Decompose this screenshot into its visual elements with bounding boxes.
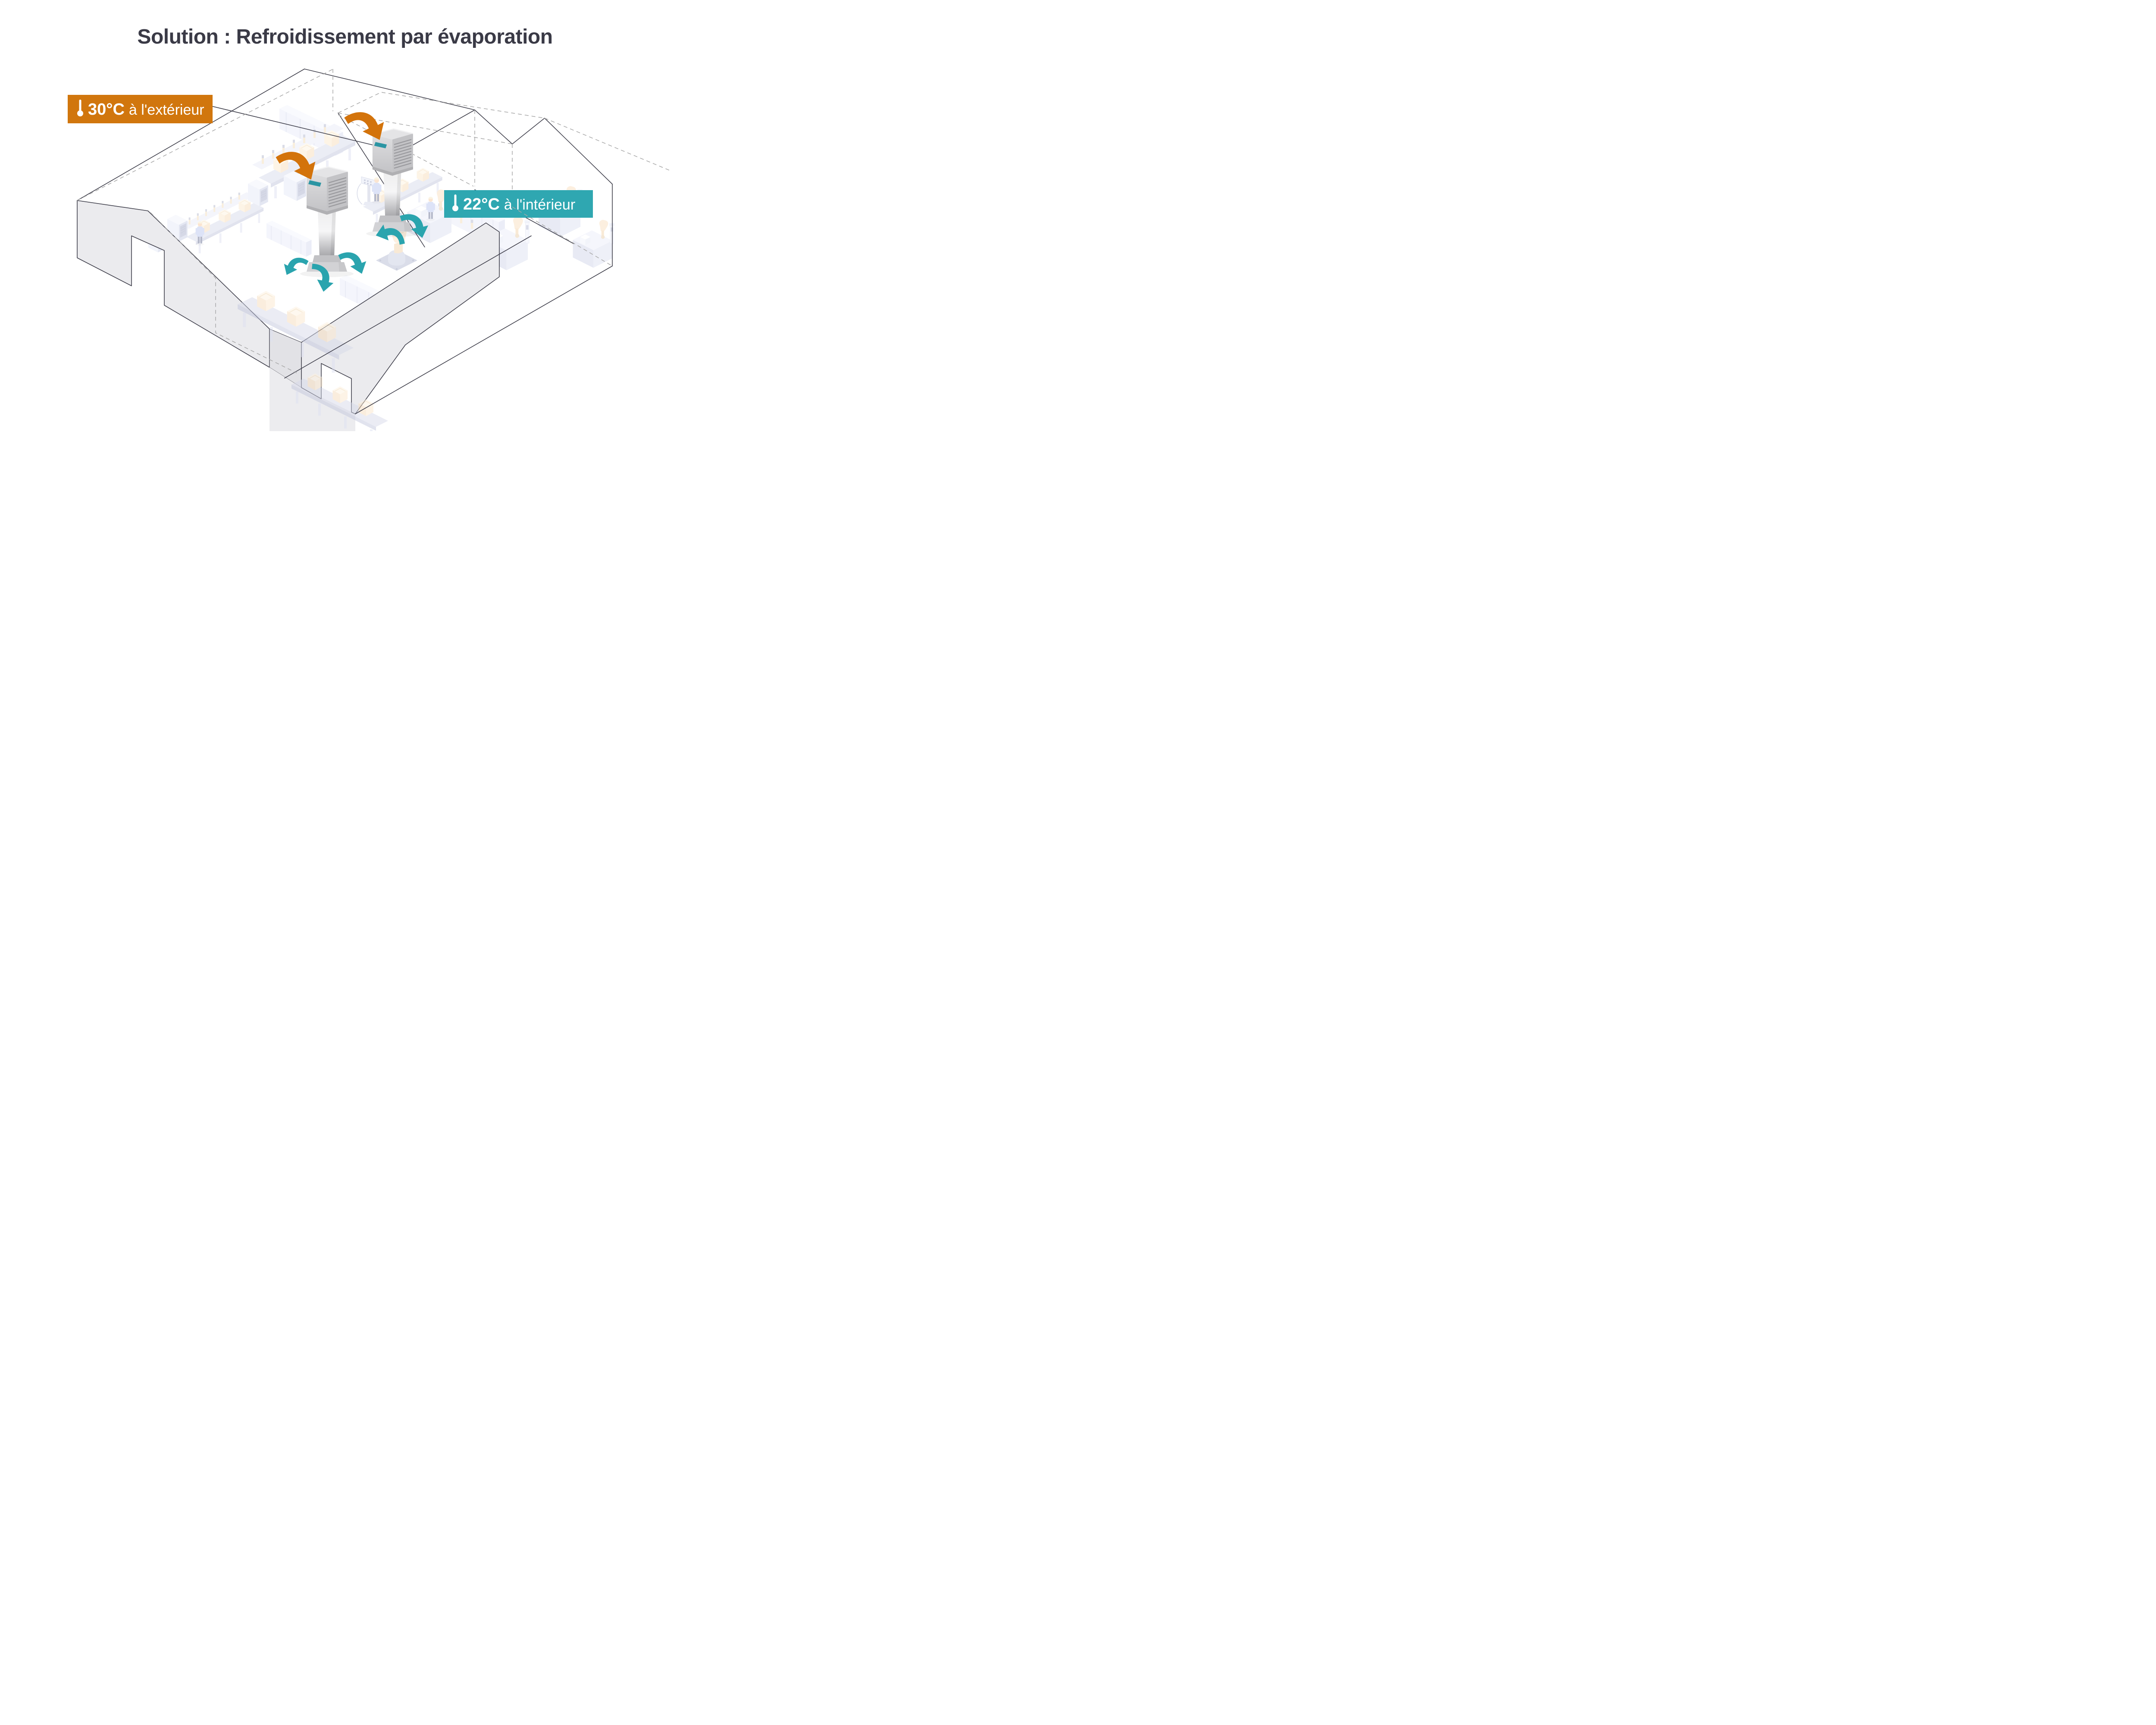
front-wall-base <box>355 266 613 414</box>
hot-air-arrow <box>342 106 388 140</box>
thermometer-icon <box>452 194 458 211</box>
evaporative-cooler-unit-front <box>299 166 354 278</box>
ridge-back-hall <box>304 69 475 110</box>
interior-wall-base <box>284 235 532 379</box>
factory-isometric-diagram: 30°Cà l'extérieur 22°Cà l'intérieur <box>68 69 671 431</box>
roof-cut-hall-B <box>338 113 425 247</box>
building-cutaway-walls <box>77 200 500 431</box>
page-title: Solution : Refroidissement par évaporati… <box>137 25 553 48</box>
ground-apron <box>270 367 355 431</box>
roof-edge-left <box>77 69 305 201</box>
thermometer-icon <box>77 100 83 116</box>
hidden-edge-over-label <box>512 207 613 266</box>
cut-wall-hall-A <box>77 200 270 368</box>
